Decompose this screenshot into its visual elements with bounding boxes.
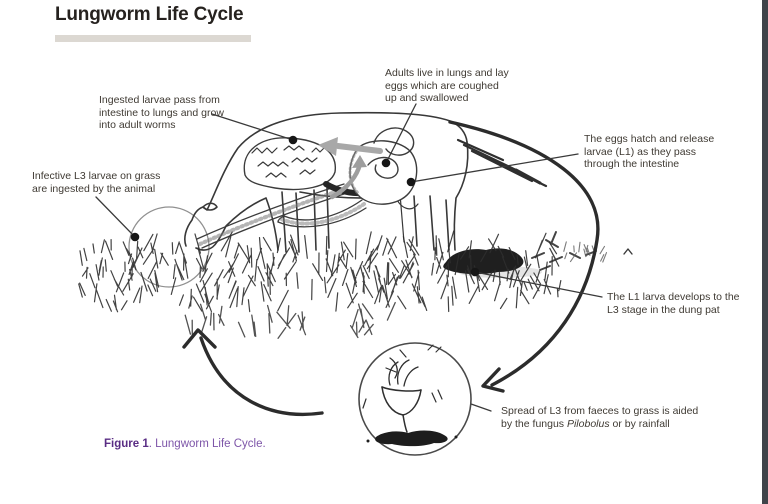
annotation-eggs-hatch: The eggs hatch and release larvae (L1) a…: [584, 133, 715, 171]
annotation-spread-line2: by the fungus Pilobolus or by rainfall: [501, 418, 698, 431]
caret-mark: [623, 248, 633, 255]
lungs-with-worms: [243, 137, 336, 191]
callout-dot: [406, 177, 416, 187]
cow-tail: [456, 138, 548, 188]
annotation-infective-l3: Infective L3 larvae on grass are ingeste…: [32, 170, 161, 195]
annotation-spread-of-l3: Spread of L3 from faeces to grass is aid…: [501, 405, 698, 430]
figure-caption-text: . Lungworm Life Cycle.: [148, 438, 266, 450]
callout-dot: [130, 232, 140, 242]
intestine-loop: [277, 199, 367, 228]
callout-dot: [288, 135, 298, 145]
callout-dot: [470, 267, 480, 277]
esophagus-tube: [196, 183, 351, 249]
callout-dot: [381, 158, 391, 168]
grass: [78, 230, 608, 339]
annotation-adults-in-lungs: Adults live in lungs and lay eggs which …: [385, 67, 509, 105]
figure-caption-label: Figure 1: [104, 438, 149, 450]
magnifier-circle: [128, 206, 210, 288]
spread-line2-post: or by rainfall: [609, 417, 670, 430]
spread-line2-species: Pilobolus: [566, 417, 610, 430]
right-edge-bar: [762, 0, 768, 504]
annotation-ingested-larvae: Ingested larvae pass from intestine to l…: [99, 94, 224, 132]
spread-line2-pre: by the fungus: [501, 417, 567, 430]
annotation-spread-line1: Spread of L3 from faeces to grass is aid…: [501, 405, 699, 417]
cycle-arrow-left-icon: [182, 328, 324, 417]
cycle-arrow-right-icon: [448, 120, 600, 393]
internal-flow-arrows: [318, 137, 383, 200]
fungus-inset: [358, 342, 472, 456]
page-title: Lungworm Life Cycle: [55, 4, 244, 25]
figure-caption: Figure 1. Lungworm Life Cycle.: [104, 438, 266, 450]
title-underline-rule: [55, 35, 251, 42]
annotation-l1-develops: The L1 larva develops to the L3 stage in…: [607, 291, 740, 316]
